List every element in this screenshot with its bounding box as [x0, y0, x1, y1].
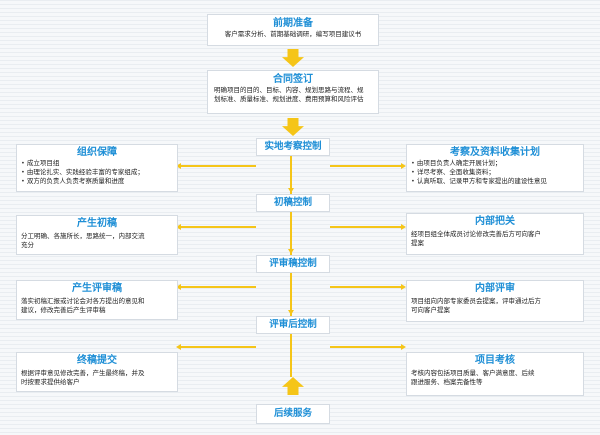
connector-right-2: [330, 226, 402, 228]
connector-right-3: [330, 286, 402, 288]
connector-left-1: [180, 165, 256, 167]
right-survey-line-2: 详尽考察、全面收集资料；: [411, 168, 579, 177]
right-internal-check-line-2: 提案: [411, 239, 424, 247]
arrow-down-1: [288, 188, 294, 193]
right-internal-review-title: 内部评审: [475, 283, 515, 294]
stage-contract-line-2: 划标准、质量标准、规划进度、费用预算和风险评估: [214, 95, 364, 103]
arrow-right-1: [401, 162, 406, 169]
left-first-draft-title: 产生初稿: [77, 218, 117, 229]
connector-left-3: [180, 286, 256, 288]
left-final-title: 终稿提交: [77, 355, 117, 366]
arrow-left-3: [176, 283, 181, 290]
arrow-down-2: [288, 249, 294, 254]
right-assessment: 项目考核 考核内容包括项目质量、客户满意度、后续 跟进服务、档案完备性等: [406, 352, 584, 396]
connector-right-1: [330, 165, 402, 167]
arrow-down-3: [288, 310, 294, 315]
stage-contract-line-1: 明确项目的目的、目标、内容、规划思路与流程、规: [214, 86, 364, 94]
left-final-line-2: 时按要求提供给客户: [21, 378, 80, 386]
arrow-left-1: [176, 162, 181, 169]
left-final-line-1: 根据评审意见修改完善，产生最终稿，并及: [21, 369, 145, 377]
control-post-review: 评审后控制: [256, 316, 330, 334]
big-arrow-up: [282, 377, 304, 395]
stage-prep-line-1: 客户需求分析、前期基础调研，编写项目建议书: [224, 30, 362, 38]
stage-contract: 合同签订 明确项目的目的、目标、内容、规划思路与流程、规 划标准、质量标准、规划…: [207, 70, 379, 114]
big-arrow-down-1: [282, 49, 304, 67]
left-review-draft-line-1: 落实初稿汇报或讨论会对各方提出的意见和: [21, 297, 145, 305]
right-assessment-line-1: 考核内容包括项目质量、客户满意度、后续: [411, 369, 535, 377]
right-internal-review: 内部评审 项目组向内部专家委员会提案，评审通过后方 可向客户提案: [406, 280, 584, 322]
connector-right-4: [330, 346, 402, 348]
control-review: 评审稿控制: [256, 255, 330, 273]
left-review-draft: 产生评审稿 落实初稿汇报或讨论会对各方提出的意见和 建议，修改完善后产生评审稿: [16, 280, 178, 320]
arrow-right-3: [401, 283, 406, 290]
stage-prep-title: 前期准备: [273, 18, 313, 29]
arrow-left-4: [176, 343, 181, 350]
left-review-draft-line-2: 建议，修改完善后产生评审稿: [21, 306, 106, 314]
left-org: 组织保障 成立项目组 由理论扎实、实践经验丰富的专家组成； 双方的负责人负责考察…: [16, 144, 178, 192]
right-internal-check: 内部把关 经项目组全体成员讨论修改完善后方可向客户 提案: [406, 213, 584, 255]
big-arrow-down-2: [282, 118, 304, 136]
left-first-draft-line-2: 充分: [21, 241, 34, 249]
left-org-line-2: 由理论扎实、实践经验丰富的专家组成；: [21, 168, 173, 177]
right-survey-line-1: 由项目负责人确定开展计划；: [411, 159, 579, 168]
left-first-draft: 产生初稿 分工明确、各施所长，思路统一，内部交流 充分: [16, 215, 178, 255]
right-assessment-line-2: 跟进服务、档案完备性等: [411, 378, 483, 386]
connector-left-4: [180, 346, 256, 348]
right-internal-check-line-1: 经项目组全体成员讨论修改完善后方可向客户: [411, 230, 541, 238]
control-draft: 初稿控制: [256, 194, 330, 212]
stage-contract-title: 合同签订: [273, 74, 313, 85]
control-site: 实地考察控制: [256, 138, 330, 156]
control-followup: 后续服务: [256, 404, 330, 424]
right-assessment-title: 项目考核: [475, 355, 515, 366]
left-review-draft-title: 产生评审稿: [72, 283, 122, 294]
arrow-right-2: [401, 223, 406, 230]
left-org-title: 组织保障: [77, 147, 117, 158]
left-org-line-3: 双方的负责人负责考察质量和进度: [21, 177, 173, 186]
left-final: 终稿提交 根据评审意见修改完善，产生最终稿，并及 时按要求提供给客户: [16, 352, 178, 392]
arrow-left-2: [176, 223, 181, 230]
right-internal-check-title: 内部把关: [475, 216, 515, 227]
right-survey-title: 考察及资料收集计划: [450, 147, 540, 158]
right-internal-review-line-1: 项目组向内部专家委员会提案，评审通过后方: [411, 297, 541, 305]
left-org-line-1: 成立项目组: [21, 159, 173, 168]
right-survey: 考察及资料收集计划 由项目负责人确定开展计划； 详尽考察、全面收集资料； 认真听…: [406, 144, 584, 192]
left-first-draft-line-1: 分工明确、各施所长，思路统一，内部交流: [21, 232, 145, 240]
connector-left-2: [180, 226, 256, 228]
arrow-right-4: [401, 343, 406, 350]
right-survey-line-3: 认真听取、记录甲方和专家提出的建设性意见: [411, 177, 579, 186]
right-internal-review-line-2: 可向客户提案: [411, 306, 450, 314]
stage-prep: 前期准备 客户需求分析、前期基础调研，编写项目建议书: [207, 14, 379, 46]
